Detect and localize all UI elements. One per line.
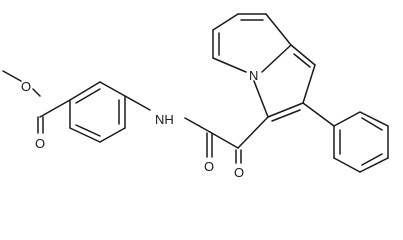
structure-canvas: O O NH O O N — [2, 13, 389, 180]
bond-nh-amide-carbon — [184, 117, 211, 133]
atom-keto-o: O — [234, 165, 244, 180]
atom-ester-o-single: O — [21, 79, 31, 94]
pyridine-ring — [212, 13, 292, 73]
atom-amide-o: O — [204, 159, 214, 174]
bond-keto-indolizine — [237, 116, 269, 149]
molecule-diagram: O O NH O O N — [2, 13, 389, 180]
benzene-ring-1 — [69, 81, 126, 143]
atom-indolizine-n: N — [249, 68, 258, 83]
bond-ester-ring — [39, 99, 71, 118]
atom-amide-nh: NH — [155, 112, 174, 127]
bond-ring-nh — [124, 95, 151, 111]
atom-ester-o-double: O — [35, 136, 45, 151]
bond-methyl-o — [2, 70, 22, 82]
benzene-ring-2 — [333, 111, 389, 173]
bond-amide-keto — [209, 131, 239, 149]
bond-indolizine-phenyl — [302, 102, 335, 127]
bond-o-ester-carbon — [32, 88, 41, 97]
pyrrole-ring — [253, 44, 316, 122]
